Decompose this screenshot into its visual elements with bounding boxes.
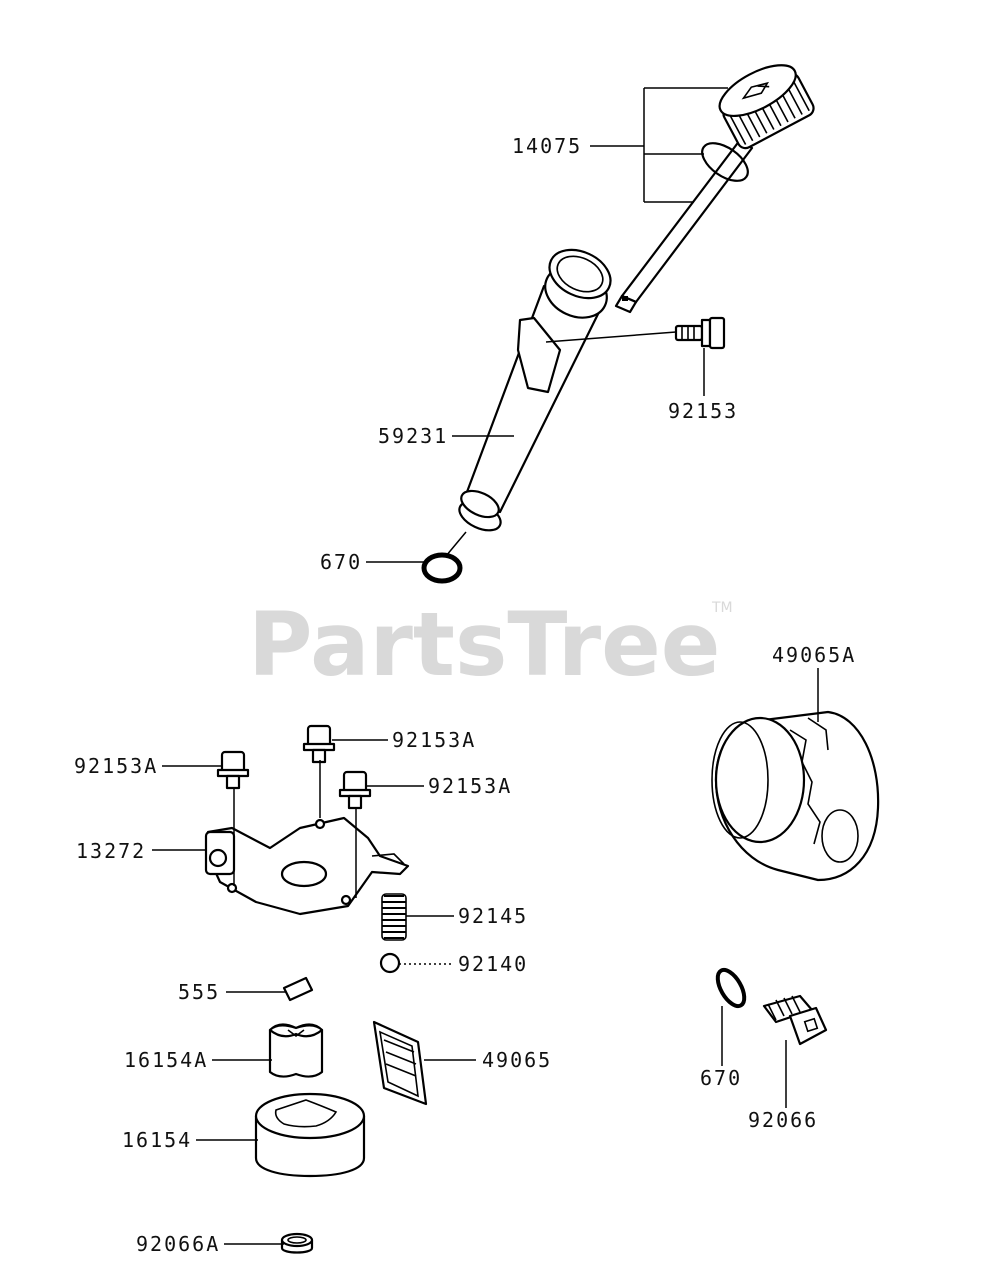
- label-16154A[interactable]: 16154A: [124, 1048, 208, 1072]
- label-92153A-top[interactable]: 92153A: [392, 728, 476, 752]
- oil-screen-49065[interactable]: [372, 1020, 428, 1106]
- ball-92140[interactable]: [379, 952, 401, 974]
- label-92066A[interactable]: 92066A: [136, 1232, 220, 1256]
- label-92153A-right[interactable]: 92153A: [428, 774, 512, 798]
- label-92153A-left[interactable]: 92153A: [74, 754, 158, 778]
- washer-92066A[interactable]: [280, 1232, 314, 1254]
- part-labels: 14075 92153 59231 670 49065A 92153A 9215…: [74, 134, 856, 1256]
- label-92145[interactable]: 92145: [458, 904, 528, 928]
- label-14075[interactable]: 14075: [512, 134, 582, 158]
- label-49065[interactable]: 49065: [482, 1048, 552, 1072]
- outer-rotor-16154[interactable]: [254, 1092, 366, 1178]
- bolt-92153A-top[interactable]: [302, 724, 336, 764]
- spring-92145[interactable]: [381, 893, 407, 941]
- bolt-92153A-right[interactable]: [338, 770, 372, 810]
- label-92066[interactable]: 92066: [748, 1108, 818, 1132]
- dipstick-cap-14075[interactable]: [614, 55, 816, 314]
- label-670-right[interactable]: 670: [700, 1066, 742, 1090]
- o-ring-670-top[interactable]: [421, 552, 463, 584]
- leader-lines: [152, 87, 819, 1245]
- bolt-92153[interactable]: [674, 316, 726, 350]
- label-92140[interactable]: 92140: [458, 952, 528, 976]
- label-16154[interactable]: 16154: [122, 1128, 192, 1152]
- watermark-trademark: TM: [711, 600, 733, 616]
- bolt-92153A-left[interactable]: [216, 750, 250, 790]
- label-59231[interactable]: 59231: [378, 424, 448, 448]
- parts-tree-watermark: PartsTree TM: [248, 593, 733, 696]
- label-13272[interactable]: 13272: [76, 839, 146, 863]
- label-92153[interactable]: 92153: [668, 399, 738, 423]
- oil-filler-tube-59231[interactable]: [455, 241, 618, 537]
- watermark-brand: PartsTree: [248, 593, 720, 696]
- o-ring-670-right[interactable]: [712, 966, 749, 1011]
- label-670-top[interactable]: 670: [320, 550, 362, 574]
- inner-rotor-16154A[interactable]: [268, 1023, 324, 1078]
- oil-pump-plate-13272[interactable]: [204, 816, 410, 916]
- drain-plug-92066[interactable]: [762, 994, 828, 1046]
- label-555[interactable]: 555: [178, 980, 220, 1004]
- pin-555[interactable]: [282, 976, 314, 1002]
- oil-filter-49065A[interactable]: [711, 710, 880, 882]
- label-49065A[interactable]: 49065A: [772, 643, 856, 667]
